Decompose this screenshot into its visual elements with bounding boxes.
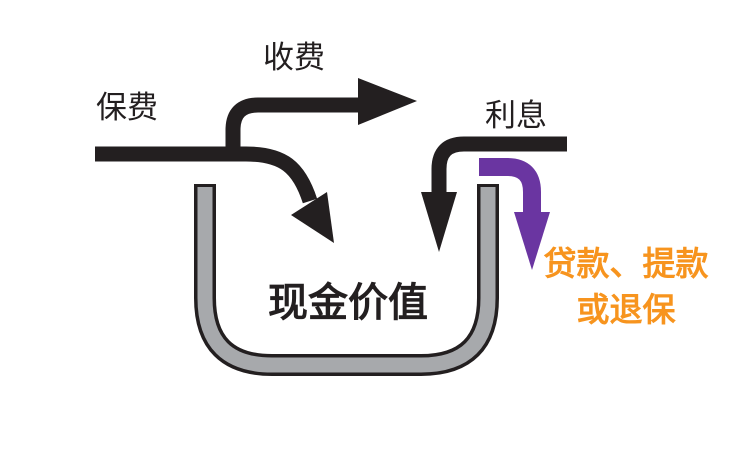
- interest-label: 利息: [485, 98, 547, 133]
- withdrawal-label: 贷款、提款 或退保: [538, 241, 714, 333]
- fees-arrowhead: [358, 78, 417, 125]
- interest-arrowhead: [421, 192, 457, 252]
- withdrawal-label-line1: 贷款、提款: [543, 245, 709, 282]
- withdrawal-arrow-shaft: [479, 158, 541, 216]
- fees-outflow-arrow-icon: [225, 78, 417, 158]
- cash-value-label: 现金价值: [268, 281, 428, 325]
- premium-arrowhead: [291, 192, 334, 243]
- interest-inflow-arrow-icon: [421, 136, 567, 252]
- premium-label: 保费: [96, 90, 158, 125]
- fees-arrow-shaft: [225, 97, 362, 158]
- cash-value-bucket-icon: [194, 184, 499, 376]
- withdrawal-arrowhead: [514, 212, 550, 270]
- premium-inflow-arrow-icon: [95, 146, 334, 243]
- withdrawal-outflow-arrow-icon: [479, 158, 550, 270]
- premium-arrow-shaft: [95, 146, 318, 204]
- fees-label: 收费: [263, 40, 325, 75]
- withdrawal-label-line2: 或退保: [576, 291, 676, 329]
- interest-arrow-shaft: [431, 136, 567, 196]
- bucket-gray-body: [197, 187, 496, 373]
